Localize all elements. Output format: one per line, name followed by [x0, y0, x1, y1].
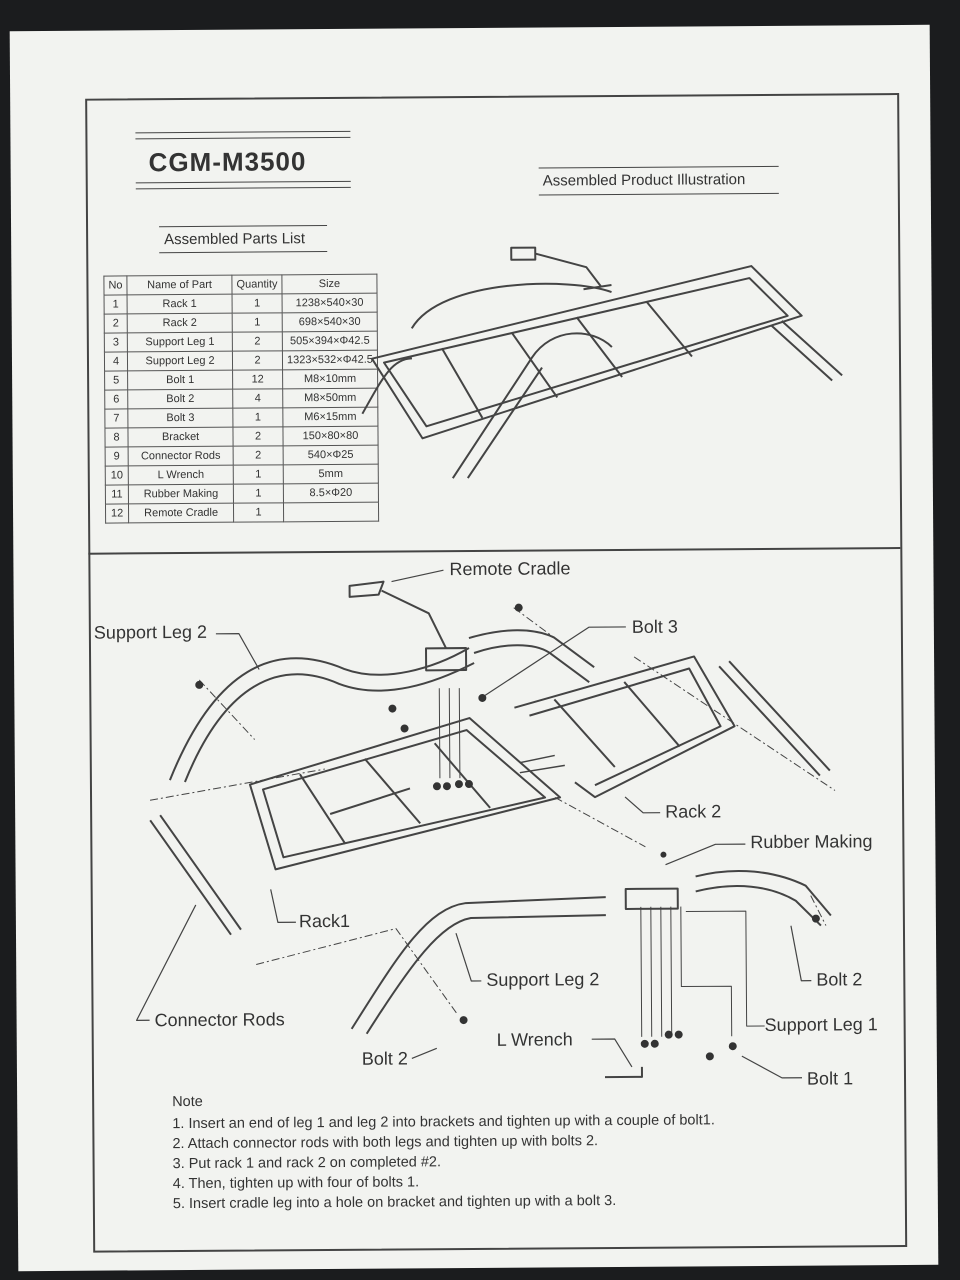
- note-item-5: 5. Insert cradle leg into a hole on brac…: [172, 1193, 617, 1213]
- assembled-product-drawing: [361, 246, 843, 479]
- notes-title: Note: [172, 1093, 203, 1111]
- assembly-drawings: [135, 246, 843, 1079]
- instruction-sheet: CGM-M3500 Assembled Parts List Assembled…: [9, 24, 939, 1272]
- notes-section: Note 1. Insert an end of leg 1 and leg 2…: [172, 1088, 715, 1214]
- note-item-1: 1. Insert an end of leg 1 and leg 2 into…: [172, 1112, 715, 1133]
- exploded-view-drawing: [135, 569, 836, 1079]
